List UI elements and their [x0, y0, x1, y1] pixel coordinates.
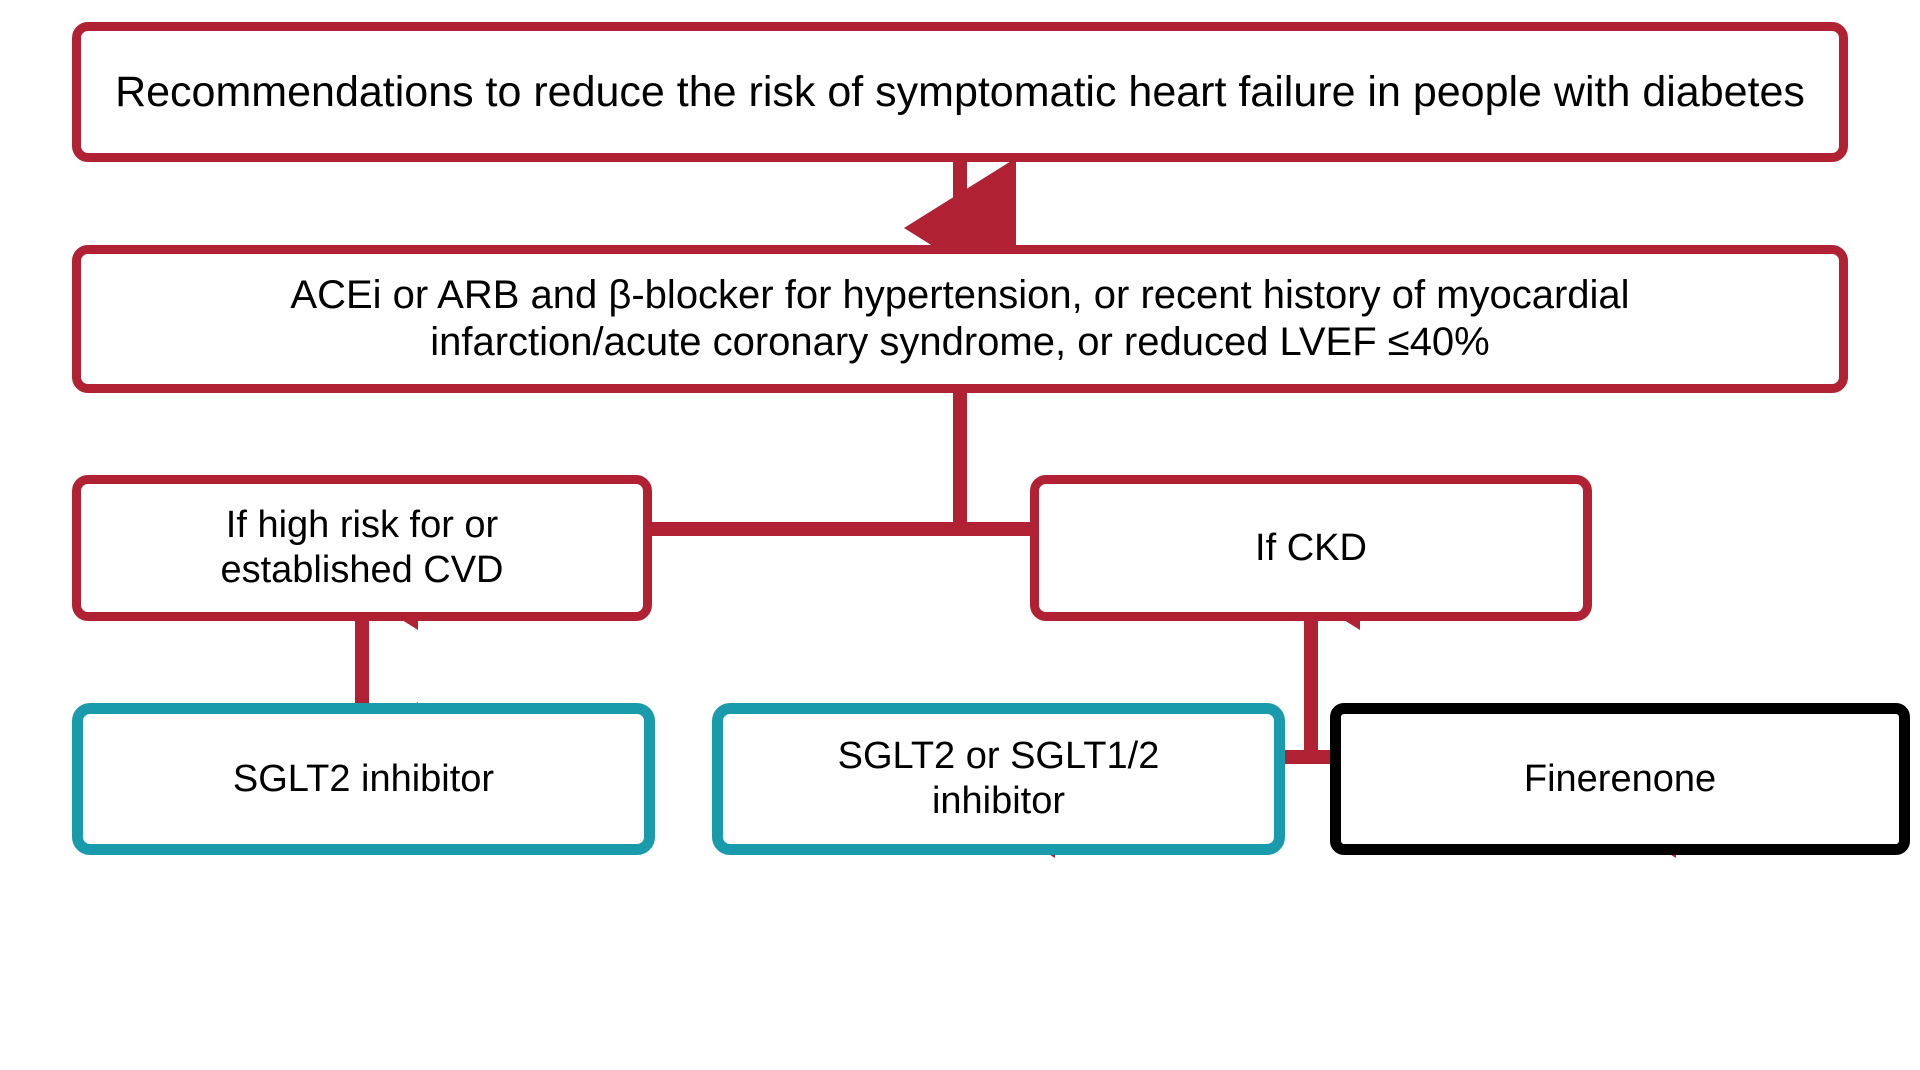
node-sglt12-label: SGLT2 or SGLT1/2 inhibitor: [837, 735, 1160, 822]
node-sglt2-inhibitor[interactable]: SGLT2 inhibitor: [72, 703, 655, 855]
node-acei-arb-beta-blocker[interactable]: ACEi or ARB and β-blocker for hypertensi…: [72, 245, 1848, 393]
node-sglt2-label: SGLT2 inhibitor: [232, 757, 495, 800]
node-therapy-label: ACEi or ARB and β-blocker for hypertensi…: [290, 272, 1630, 364]
node-ckd-label: If CKD: [1255, 526, 1367, 569]
node-sglt2-or-sglt1-2-inhibitor[interactable]: SGLT2 or SGLT1/2 inhibitor: [712, 703, 1285, 855]
node-recommendations-root[interactable]: Recommendations to reduce the risk of sy…: [72, 22, 1848, 162]
node-finerenone[interactable]: Finerenone: [1330, 703, 1910, 855]
node-root-label: Recommendations to reduce the risk of sy…: [115, 67, 1805, 116]
node-finerenone-label: Finerenone: [1523, 757, 1717, 800]
node-if-ckd[interactable]: If CKD: [1030, 475, 1592, 621]
node-cvd-label: If high risk for or established CVD: [220, 504, 504, 591]
node-high-risk-cvd[interactable]: If high risk for or established CVD: [72, 475, 652, 621]
